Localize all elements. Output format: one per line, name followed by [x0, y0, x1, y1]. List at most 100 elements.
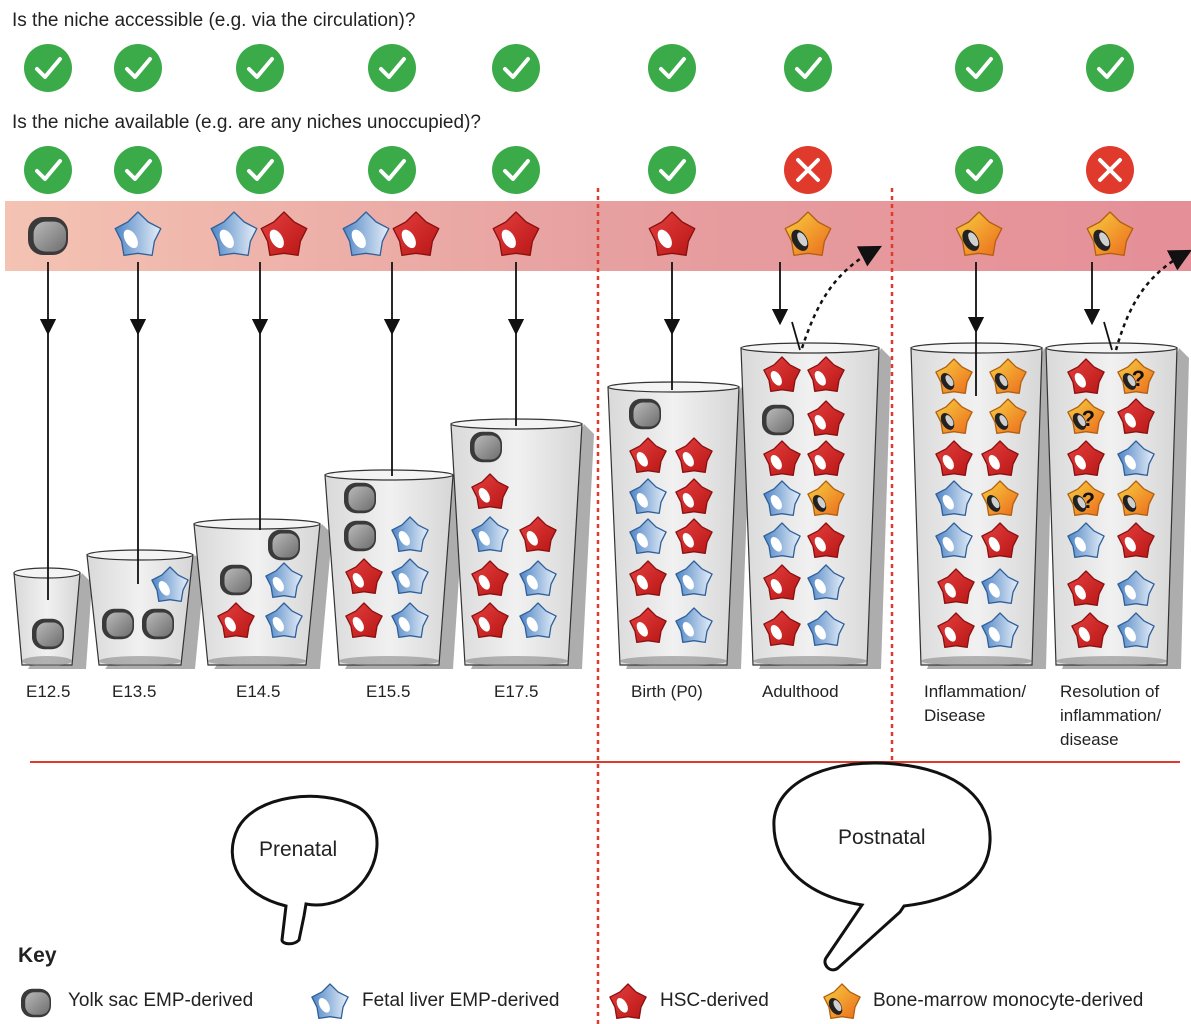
accessible-check-icon — [368, 44, 416, 92]
hsc-cell — [807, 400, 845, 437]
hsc-cell — [937, 568, 975, 605]
stage-label-e17-5: E17.5 — [494, 682, 539, 701]
bm-cell — [784, 211, 832, 257]
yolk-cell — [268, 529, 300, 561]
hsc-cell — [1067, 358, 1105, 395]
hsc-cell — [217, 602, 255, 639]
available-check-icon — [114, 146, 162, 194]
unknown-origin-marker: ? — [1132, 366, 1145, 391]
hsc-cell — [492, 211, 540, 257]
fetal-cell — [391, 516, 429, 553]
fetal-cell — [471, 516, 509, 553]
bm-cell: ? — [1067, 398, 1105, 435]
hsc-cell — [807, 356, 845, 393]
stage-label-adulthood: Adulthood — [762, 682, 839, 701]
yolk-cell — [28, 217, 68, 255]
fetal-cell — [1117, 612, 1155, 649]
bm-cell — [955, 211, 1003, 257]
stage-label-e13-5: E13.5 — [112, 682, 157, 701]
bm-cell — [1086, 211, 1134, 257]
accessible-check-icon — [648, 44, 696, 92]
hsc-cell — [629, 560, 667, 597]
yolk-cell — [142, 608, 174, 640]
postnatal-bubble — [772, 761, 992, 972]
hsc-cell — [935, 440, 973, 477]
available-cross-icon — [784, 146, 832, 194]
hsc-cell — [1117, 398, 1155, 435]
arrow-line-adulthood — [791, 321, 801, 351]
accessible-question: Is the niche accessible (e.g. via the ci… — [12, 10, 416, 31]
hsc-cell — [981, 522, 1019, 559]
arrow-adulthood-exit — [800, 245, 882, 349]
available-check-icon — [648, 146, 696, 194]
hsc-cell — [763, 610, 801, 647]
hsc-cell — [675, 437, 713, 474]
available-check-icon — [955, 146, 1003, 194]
key-label-fetal: Fetal liver EMP-derived — [362, 990, 560, 1011]
fetal-cell — [935, 522, 973, 559]
fetal-cell — [391, 602, 429, 639]
yolk-cell — [21, 988, 51, 1018]
stage-label-e15-5: E15.5 — [366, 682, 411, 701]
fetal-cell — [342, 211, 390, 257]
niche-cup-inflammation-disease — [910, 342, 1054, 669]
hsc-cell — [1067, 570, 1105, 607]
fetal-cell — [629, 478, 667, 515]
hsc-cell — [345, 558, 383, 595]
bm-cell — [1117, 480, 1155, 517]
hsc-cell — [609, 983, 647, 1020]
bm-cell — [935, 358, 973, 395]
hsc-cell — [807, 522, 845, 559]
fetal-cell — [763, 522, 801, 559]
bm-cell: ? — [1067, 480, 1105, 517]
hsc-cell — [471, 602, 509, 639]
fetal-cell — [807, 564, 845, 601]
bm-cell: ? — [1117, 358, 1155, 395]
key-label-yolk: Yolk sac EMP-derived — [68, 990, 254, 1011]
fetal-cell — [675, 560, 713, 597]
hsc-cell — [675, 518, 713, 555]
stage-label-inflammation: Inflammation/ Disease — [924, 682, 1027, 725]
fetal-cell — [265, 602, 303, 639]
bm-cell — [981, 480, 1019, 517]
prenatal-label: Prenatal — [259, 838, 338, 861]
fetal-cell — [981, 568, 1019, 605]
fetal-cell — [1117, 570, 1155, 607]
postnatal-label: Postnatal — [838, 826, 926, 849]
bm-cell — [989, 398, 1027, 435]
hsc-cell — [519, 516, 557, 553]
fetal-cell — [1117, 440, 1155, 477]
arrow-resolution-exit — [1114, 249, 1191, 351]
fetal-cell — [807, 610, 845, 647]
hsc-cell — [392, 211, 440, 257]
hsc-cell — [260, 211, 308, 257]
hsc-cell — [763, 356, 801, 393]
key-label-bm: Bone-marrow monocyte-derived — [873, 990, 1144, 1011]
fetal-cell — [519, 560, 557, 597]
fetal-cell — [151, 566, 189, 603]
yolk-cell — [762, 404, 794, 436]
accessible-check-icon — [236, 44, 284, 92]
key-title: Key — [18, 944, 57, 967]
hsc-cell — [675, 478, 713, 515]
yolk-cell — [344, 482, 376, 514]
hsc-cell — [471, 473, 509, 510]
fetal-cell — [981, 612, 1019, 649]
fetal-cell — [763, 480, 801, 517]
accessible-check-icon — [114, 44, 162, 92]
hsc-cell — [763, 440, 801, 477]
niche-cup-e13-5 — [86, 549, 205, 669]
available-check-icon — [236, 146, 284, 194]
yolk-cell — [32, 618, 64, 650]
niche-cup-resolution-of-inflammation-disease — [1045, 342, 1189, 669]
hsc-cell — [807, 440, 845, 477]
available-check-icon — [24, 146, 72, 194]
available-cross-icon — [1086, 146, 1134, 194]
hsc-cell — [1117, 522, 1155, 559]
bm-cell — [823, 983, 861, 1020]
bm-cell — [935, 398, 973, 435]
unknown-origin-marker: ? — [1082, 406, 1095, 431]
fetal-cell — [675, 607, 713, 644]
hsc-cell — [981, 440, 1019, 477]
accessible-check-icon — [1086, 44, 1134, 92]
